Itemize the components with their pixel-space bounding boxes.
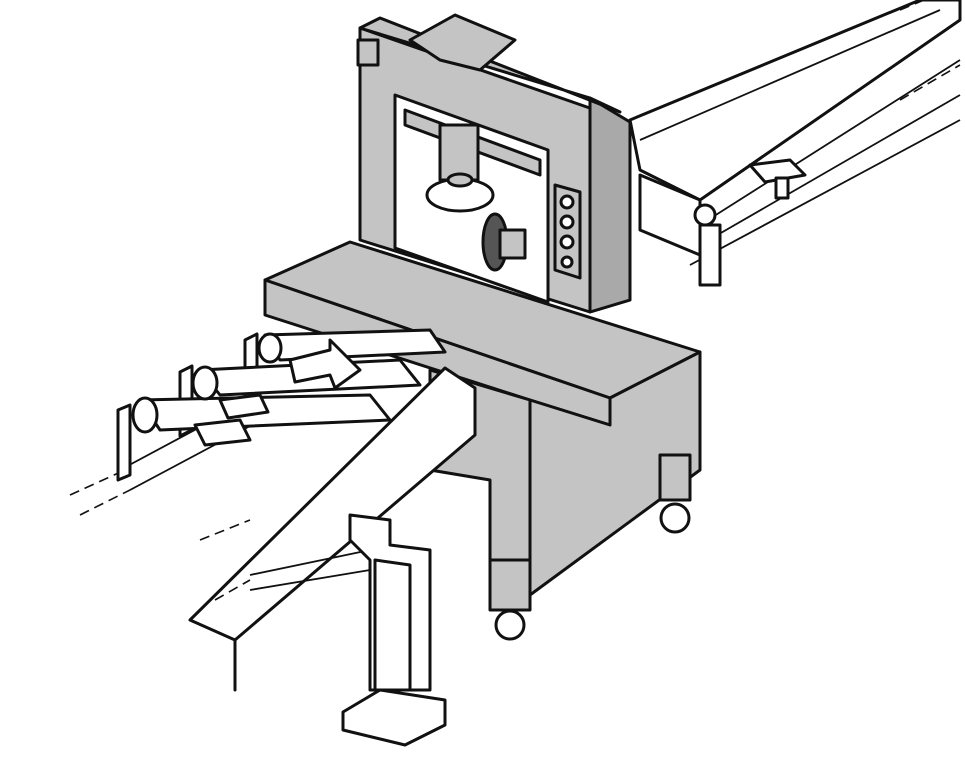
control-button-icon[interactable] (559, 234, 575, 250)
caster-wheel-icon (494, 609, 526, 641)
top-guard (408, 13, 517, 72)
control-button-icon[interactable] (559, 214, 575, 230)
caster-wheel-icon (659, 502, 691, 534)
upright-frame (356, 13, 632, 314)
feed-direction-arrow-icon (288, 338, 362, 390)
clamp-knob-icon (693, 203, 717, 227)
cabinet (263, 240, 702, 641)
control-switch-icon[interactable] (560, 255, 574, 269)
front-support (188, 366, 477, 747)
control-button-icon[interactable] (559, 194, 575, 210)
control-panel (553, 183, 582, 280)
rear-conveyor (628, 0, 962, 287)
foot-plate (341, 688, 447, 747)
infeed-rollers (69, 328, 447, 516)
